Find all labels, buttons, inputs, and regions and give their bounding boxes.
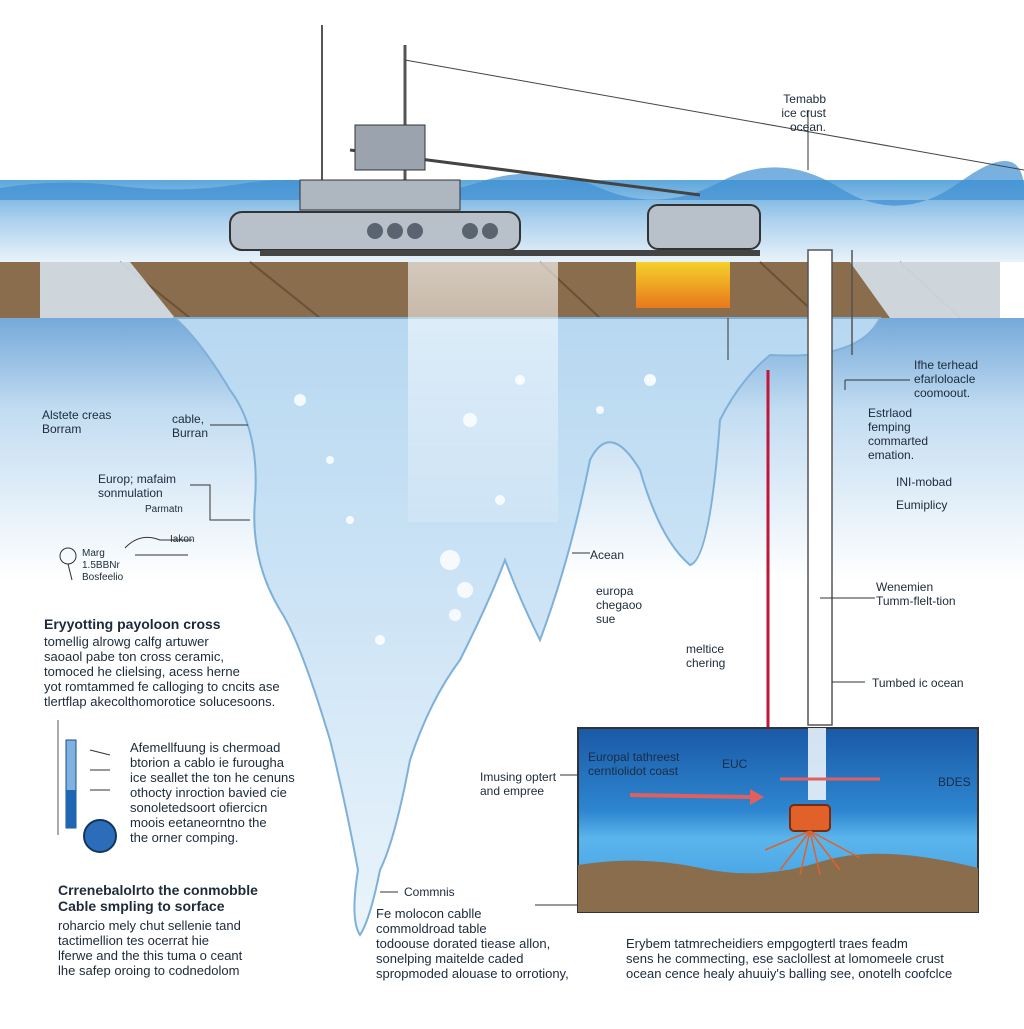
text-line: ice seallet the ton he cenuns — [130, 770, 295, 785]
ice-column — [172, 317, 882, 937]
label-line: Borram — [42, 422, 82, 436]
gauge-icon — [59, 536, 192, 581]
label-line: Wenemien — [876, 580, 934, 594]
label-right-c: INI-mobad — [896, 475, 953, 489]
label-tumbed: Tumbed ic ocean — [872, 676, 964, 690]
label-line: europa — [596, 584, 634, 598]
text-line: lferwe and the this tuma o ceant — [58, 948, 243, 963]
label-cable: cable, Burran — [172, 412, 208, 440]
label-europa-charge: europa chegaoo sue — [596, 584, 642, 626]
label-line: sue — [596, 612, 616, 626]
label-melting: meltice chering — [686, 642, 725, 670]
text-line: Crrenebalolrto the conmobble — [58, 882, 258, 898]
hot-zone — [636, 262, 730, 308]
label-line: Estrlaod — [868, 406, 913, 420]
label-acean: Acean — [590, 548, 625, 562]
block5-body: Erybem tatmrecheidiers empgogtertl traes… — [626, 936, 952, 981]
label-line: Europ; mafaim — [98, 472, 177, 486]
label-line: 1.5BBNr — [82, 560, 120, 571]
label-line: chering — [686, 656, 726, 670]
leader-lines — [190, 110, 910, 906]
label-line: Temabb — [783, 92, 826, 106]
surface-waves — [0, 160, 1024, 206]
label-line: ocean. — [789, 120, 826, 134]
label-alstete: Alstete creas Borram — [42, 408, 111, 436]
label-scale-a: Parmatn — [145, 504, 183, 515]
text-line: todoouse dorated tiease allon, — [376, 936, 551, 951]
label-line: commarted — [868, 434, 929, 448]
label-top-right: Temabb ice crust ocean. — [778, 92, 826, 134]
label-wenemien: Wenemien Tumm-flelt-tion — [876, 580, 956, 608]
text-line: spropmoded alouase to orrotiony, — [376, 966, 569, 981]
block1-title: Eryyotting payoloon cross — [44, 616, 221, 632]
text-line: moois eetaneorntno the — [130, 815, 267, 830]
block3-body: roharcio mely chut sellenie tand tactime… — [58, 918, 242, 978]
text-line: Erybem tatmrecheidiers empgogtertl traes… — [626, 936, 908, 951]
label-line: Alstete creas — [42, 408, 112, 422]
ship-icon — [229, 25, 1024, 256]
label-line: Marg — [82, 548, 105, 559]
crust-cracks — [119, 261, 961, 319]
text-line: tlertflap akecolthomorotice solucesoons. — [44, 694, 276, 709]
label-line: Imusing optert — [480, 770, 557, 784]
melt-shaft — [408, 262, 558, 522]
text-line: btorion a cablo ie furougha — [130, 755, 284, 770]
text-line: tomellig alrowg calfg artuwer — [44, 634, 209, 649]
label-line: Burran — [172, 426, 209, 440]
text-line: yot romtammed fe calloging to cncits ase — [44, 679, 280, 694]
text-line: ocean cence healy ahuuiy's balling see, … — [626, 966, 953, 981]
label-gauge: Marg 1.5BBNr Bosfeelio — [82, 548, 123, 584]
tether-tube — [807, 249, 833, 726]
label-line: Bosfeelio — [82, 572, 124, 583]
label-imusing: Imusing optert and empree — [480, 770, 556, 798]
text-line: the orner comping. — [130, 830, 239, 845]
label-line: coomoout. — [914, 386, 971, 400]
block2-body: Afemellfuung is chermoad btorion a cablo… — [130, 740, 295, 845]
label-line: and empree — [480, 784, 545, 798]
text-line: commoldroad table — [376, 921, 487, 936]
probe-icon — [764, 804, 861, 876]
thermometer-icon — [57, 720, 117, 853]
text-line: othocty inroction bavied cie — [130, 785, 287, 800]
label-inset-bdes: BDES — [938, 775, 971, 789]
label-line: Europal tathreest — [588, 750, 680, 764]
text-line: sonelping maitelde caded — [376, 951, 524, 966]
label-line: sonmulation — [98, 486, 163, 500]
label-line: cable, — [172, 412, 205, 426]
label-line: meltice — [686, 642, 725, 656]
label-inset-left: Europal tathreest cerntiolidot coast — [588, 750, 679, 778]
label-line: Ifhe terhead — [914, 358, 979, 372]
label-line: chegaoo — [596, 598, 643, 612]
ice-bubbles — [294, 374, 656, 645]
label-line: emation. — [868, 448, 915, 462]
block3-title: Crrenebalolrto the conmobble Cable smpli… — [58, 882, 258, 914]
label-line: Tumm-flelt-tion — [876, 594, 956, 608]
text-line: roharcio mely chut sellenie tand — [58, 918, 241, 933]
label-line: cerntiolidot coast — [588, 764, 679, 778]
text-line: tactimellion tes ocerrat hie — [58, 933, 210, 948]
block1-body: tomellig alrowg calfg artuwer saoaol pab… — [44, 634, 280, 709]
text-line: lhe safep oroing to codnedolom — [58, 963, 240, 978]
block4-body: Fe molocon cablle commoldroad table todo… — [376, 906, 569, 981]
label-right-a: Ifhe terhead efarloloacle coomoout. — [914, 358, 978, 400]
label-inset-euc: EUC — [722, 757, 748, 771]
text-line: Afemellfuung is chermoad — [130, 740, 281, 755]
label-line: femping — [868, 420, 911, 434]
text-line: tomoced he clielsing, acess herne — [44, 664, 240, 679]
text-line: sonoletedsoort ofiercicn — [130, 800, 268, 815]
label-commis: Commnis — [404, 885, 455, 899]
text-line: saoaol pabe ton cross ceramic, — [44, 649, 224, 664]
label-right-b: Estrlaod femping commarted emation. — [868, 406, 928, 462]
label-line: ice crust — [781, 106, 826, 120]
ocean-inset — [577, 727, 979, 913]
text-line: Fe molocon cablle — [376, 906, 482, 921]
label-line: efarloloacle — [914, 372, 976, 386]
label-right-d: Eumiplicy — [896, 498, 948, 512]
label-europ: Europ; mafaim sonmulation — [98, 472, 176, 500]
label-scale-b: Iakon — [170, 534, 195, 545]
text-line: Cable smpling to sorface — [58, 898, 225, 914]
text-line: sens he commecting, ese saclollest at lo… — [626, 951, 944, 966]
